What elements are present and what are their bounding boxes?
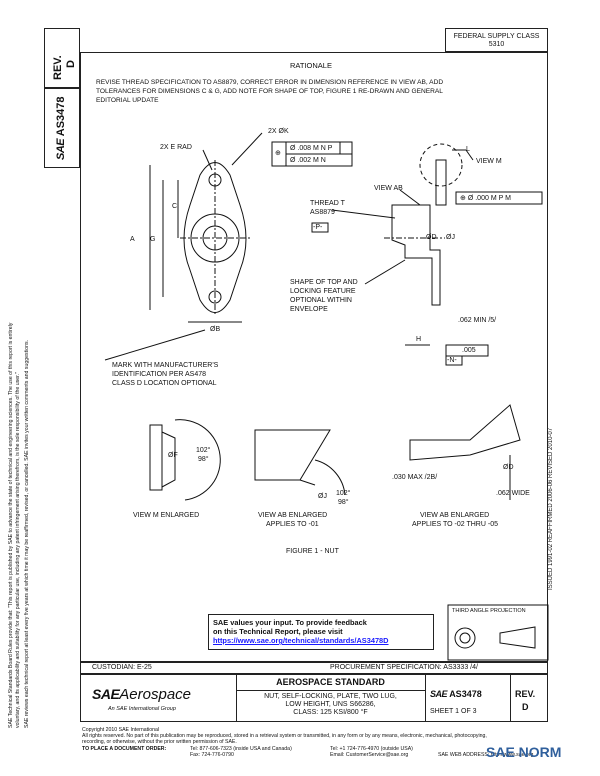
copyright-text-1: All rights reserved. No part of this pub… (82, 733, 487, 739)
copyright-text-2: recording, or otherwise, without the pri… (82, 739, 237, 745)
caption-view-ab-01-a: VIEW AB ENLARGED (258, 512, 328, 519)
fcf-tol-1: Ø .008 M N P (290, 145, 333, 152)
label-d: ØD (426, 234, 437, 241)
label-f: ØF (168, 452, 178, 459)
sae-int-label: An SAE International Group (108, 706, 176, 712)
label-c: C (172, 203, 178, 210)
label-g: G (150, 236, 156, 243)
doc-number-box-top (44, 88, 80, 168)
mark-note-2: IDENTIFICATION PER AS478 (112, 371, 207, 378)
tel-2: Tel: +1 724-776-4970 (outside USA) (330, 746, 413, 752)
label-max-030: .030 MAX /2B/ (392, 474, 438, 481)
label-h: H (416, 336, 422, 343)
custodian-row (80, 662, 548, 674)
copyright: Copyright 2010 SAE International (82, 727, 159, 733)
datum-p: -P- (313, 224, 323, 231)
web-address: SAE WEB ADDRESS: http://www.sae.org (438, 752, 534, 758)
order-label: TO PLACE A DOCUMENT ORDER: (82, 746, 167, 752)
fcf-symbol-1: ⊕ (275, 150, 281, 157)
mark-note-1: MARK WITH MANUFACTURER'S (112, 362, 219, 369)
label-j: ØJ (446, 234, 455, 241)
fcf-tol-2: Ø .002 M N (290, 157, 326, 164)
label-e-rad: 2X E RAD (160, 144, 192, 151)
label-d-enl: ØD (503, 464, 514, 471)
federal-class-code: 5310 (488, 41, 505, 48)
view-m-section (149, 424, 163, 491)
procurement: PROCUREMENT SPECIFICATION: AS3333 /4/ (330, 664, 478, 671)
rationale-line-3: EDITORIAL UPDATE (96, 97, 159, 104)
shape-note-2: LOCKING FEATURE (290, 288, 356, 295)
label-view-ab: VIEW AB (374, 185, 403, 192)
label-k-dia: 2X ØK (268, 128, 289, 135)
view-ab-02-section (409, 404, 521, 461)
angle-102-b: 102° (336, 490, 351, 497)
label-view-m: VIEW M (476, 158, 502, 165)
third-angle-label: THIRD ANGLE PROJECTION (452, 608, 526, 614)
label-j-enl: ØJ (318, 493, 327, 500)
datum-n: -N- (447, 357, 457, 364)
label-b: ØB (210, 326, 221, 333)
angle-102-a: 102° (196, 447, 211, 454)
shape-note-1: SHAPE OF TOP AND (290, 279, 358, 286)
desc-2: LOW HEIGHT, UNS S66286, (285, 701, 376, 708)
label-as8879: AS8879 (310, 209, 335, 216)
feedback-line-1: SAE values your input. To provide feedba… (213, 618, 367, 627)
third-angle-symbol (447, 604, 549, 661)
caption-view-ab-02-b: APPLIES TO -02 THRU -05 (412, 521, 498, 528)
desc-1: NUT, SELF-LOCKING, PLATE, TWO LUG, (264, 693, 397, 700)
label-min-062: .062 MIN /5/ (458, 317, 497, 324)
figure-caption: FIGURE 1 - NUT (286, 548, 339, 555)
nut-side-view (391, 204, 441, 306)
caption-view-ab-01-b: APPLIES TO -01 (266, 521, 319, 528)
drawing-frame (80, 52, 548, 662)
rationale-title: RATIONALE (290, 61, 332, 70)
label-wide-062: .062 WIDE (496, 490, 530, 497)
rev-label-footer: REV. (515, 689, 536, 699)
label-l: L (466, 146, 470, 153)
feedback-box: SAE values your input. To provide feedba… (208, 614, 434, 650)
email: Email: CustomerService@sae.org (330, 752, 409, 758)
title-block (80, 674, 548, 722)
feedback-line-2: on this Technical Report, please visit (213, 627, 343, 636)
caption-view-m: VIEW M ENLARGED (133, 512, 200, 519)
angle-98-b: 98° (338, 499, 349, 506)
doc-number-footer: SAE AS3478 (430, 689, 482, 699)
custodian: CUSTODIAN: E-25 (92, 664, 152, 671)
label-thread-t: THREAD T (310, 200, 345, 207)
sheet-number: SHEET 1 OF 3 (430, 708, 477, 715)
sae-norm-watermark: SAE NORM (486, 744, 562, 760)
rationale-line-2: TOLERANCES FOR DIMENSIONS C & G, ADD NOT… (96, 88, 443, 95)
feedback-link[interactable]: https://www.sae.org/technical/standards/… (213, 636, 389, 645)
sae-aerospace-logo: SAEAerospace (92, 686, 192, 703)
mark-note-3: CLASS D LOCATION OPTIONAL (112, 380, 217, 387)
federal-class-box: FEDERAL SUPPLY CLASS 5310 (445, 28, 548, 52)
label-a: A (130, 236, 135, 243)
fcf-tol-4: .005 (462, 347, 476, 354)
lug-hole-bottom (208, 290, 222, 304)
rev-value-footer: D (522, 702, 529, 712)
desc-3: CLASS: 125 KSI/800 °F (293, 709, 368, 716)
caption-view-ab-02-a: VIEW AB ENLARGED (420, 512, 490, 519)
angle-98-a: 98° (198, 456, 209, 463)
federal-class-label: FEDERAL SUPPLY CLASS (453, 33, 540, 40)
shape-note-3: OPTIONAL WITHIN (290, 297, 352, 304)
shape-note-4: ENVELOPE (290, 306, 328, 313)
tel-1: Tel: 877-606-7323 (inside USA and Canada… (190, 746, 292, 752)
nut-plate-outline (183, 162, 247, 313)
fcf-tol-3: ⊕ Ø .000 M P M (460, 195, 511, 202)
fax: Fax: 724-776-0790 (190, 752, 234, 758)
rationale-line-1: REVISE THREAD SPECIFICATION TO AS8879, C… (96, 79, 444, 86)
rev-box-top (44, 28, 80, 88)
std-title: AEROSPACE STANDARD (276, 677, 385, 687)
view-ab-01-section (254, 429, 331, 481)
